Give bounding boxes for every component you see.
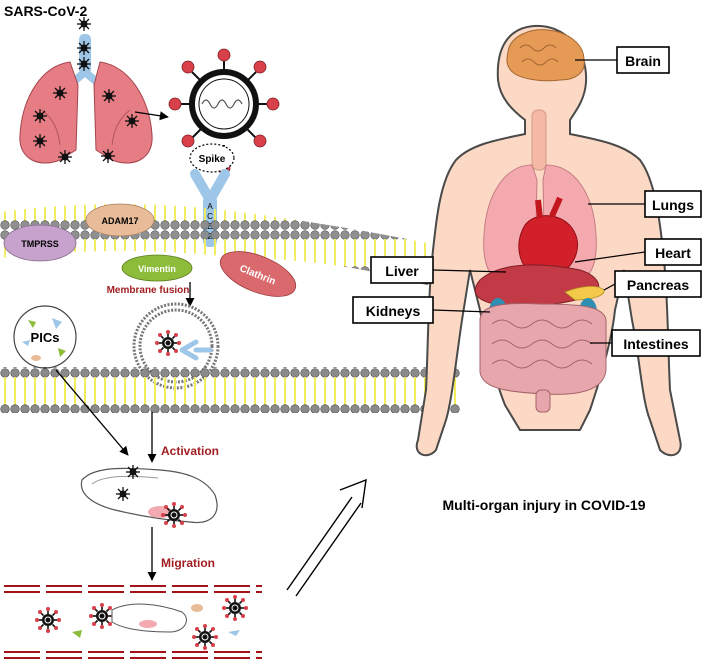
adam17-label: ADAM17 <box>101 216 138 226</box>
migration-label: Migration <box>161 556 215 570</box>
arrow-lung-to-virion <box>134 111 169 121</box>
adam17-protein <box>85 203 155 237</box>
clathrin-protein <box>219 251 297 297</box>
arrow-pics-to-cell <box>55 369 129 456</box>
trachea <box>531 109 547 171</box>
activated-cell <box>80 464 218 529</box>
kidneys-label: Kidneys <box>366 303 421 319</box>
tmprss-protein <box>3 224 77 262</box>
pics-label: PICs <box>31 330 60 345</box>
lungs-illustration <box>19 16 153 165</box>
tmprss-label: TMPRSS <box>21 239 59 249</box>
pancreas-label: Pancreas <box>627 277 689 293</box>
liver-label: Liver <box>385 263 419 279</box>
lungs-label: Lungs <box>652 197 694 213</box>
lungs-label-box <box>644 190 702 218</box>
lower-cell-membrane <box>0 367 460 413</box>
virion-illustration <box>168 48 280 175</box>
intestines-label: Intestines <box>623 336 689 352</box>
blood-vessel <box>4 585 262 659</box>
spike-callout <box>189 143 235 173</box>
heart-label-box <box>644 238 702 266</box>
kidneys-leader-line <box>432 309 491 313</box>
intestines-organ <box>479 303 607 413</box>
spike-label: Spike <box>199 154 226 165</box>
liver-leader-line <box>432 269 507 273</box>
vimentin-protein <box>121 254 193 282</box>
figure-caption: Multi-organ injury in COVID-19 <box>442 497 645 513</box>
brain-organ <box>506 29 585 82</box>
pancreas-organ <box>564 286 605 301</box>
heart-vessels <box>535 196 563 219</box>
membrane-fusion-label: Membrane fusion <box>107 285 190 296</box>
heart-leader-line <box>574 251 646 263</box>
pancreas-leader-line <box>603 283 616 291</box>
double-arrow <box>286 478 367 597</box>
liver-label-box <box>370 256 434 284</box>
vimentin-label: Vimentin <box>138 264 176 274</box>
virus-title: SARS-CoV-2 <box>4 3 87 19</box>
brain-label: Brain <box>625 53 661 69</box>
heart-label: Heart <box>655 245 691 261</box>
kidneys-label-box <box>352 296 434 324</box>
activation-label: Activation <box>161 444 219 458</box>
ace2-letter-a: A <box>207 202 213 211</box>
